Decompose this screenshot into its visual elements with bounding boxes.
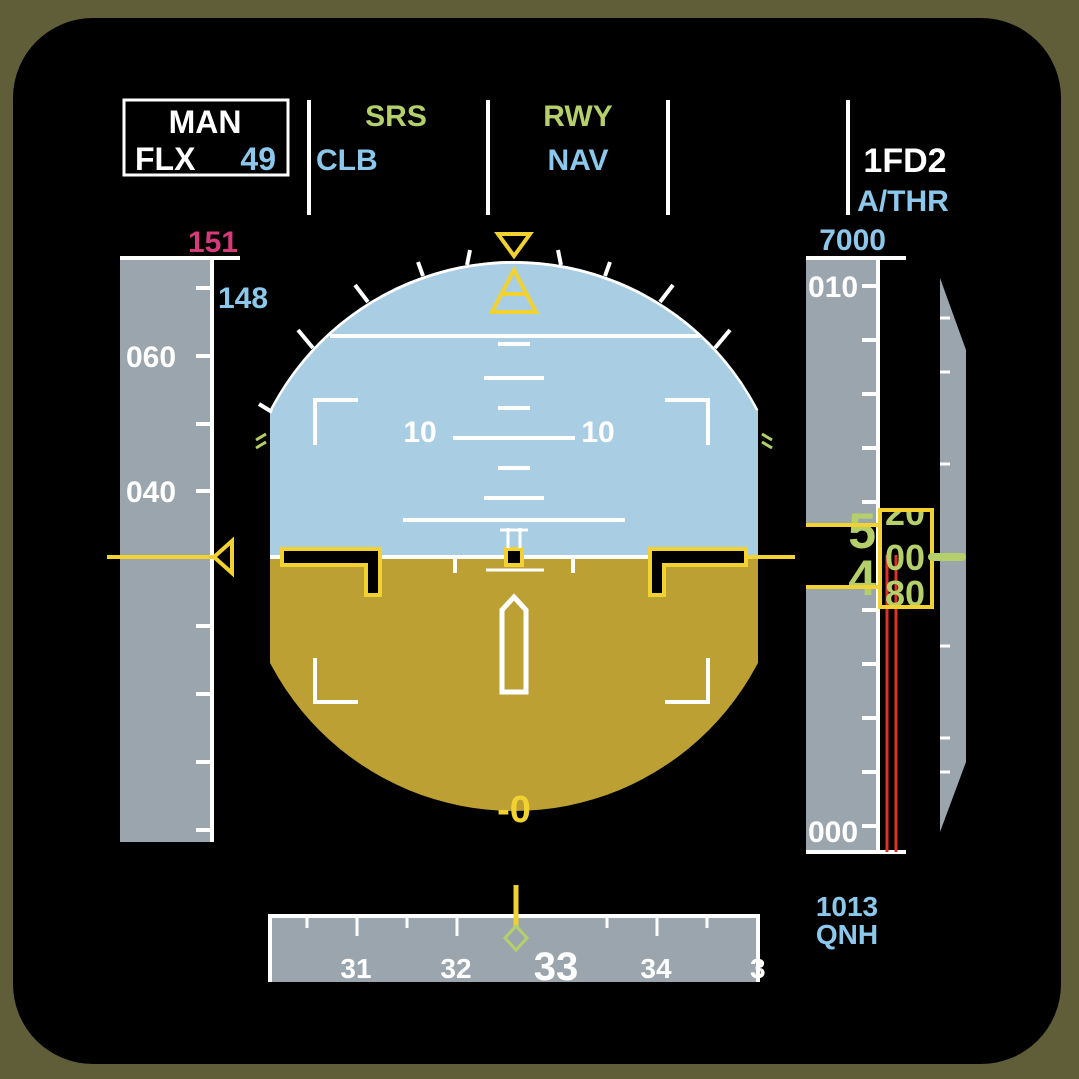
flex-temp: 49 [240, 141, 276, 177]
altitude-tape: 010 000 7000 5 4 20 00 80 [806, 224, 934, 854]
lateral-armed-mode: NAV [547, 144, 608, 177]
right-wing-symbol [648, 547, 748, 597]
altitude-ticks [862, 284, 878, 828]
fd-brackets [313, 398, 710, 704]
thrust-flx-label: FLX [135, 141, 196, 177]
vertical-speed-indicator [928, 278, 966, 832]
yaw-bar-icon [499, 593, 529, 695]
heading-label-33: 33 [534, 945, 579, 989]
center-dot [504, 547, 524, 567]
drum-digit-center: 00 [885, 537, 925, 578]
thrust-armed-mode: CLB [316, 144, 378, 177]
baro-mode: QNH [816, 919, 878, 950]
heading-tape: 31 32 33 34 3 [268, 885, 766, 989]
left-wing-symbol [280, 547, 382, 597]
ground-reference-bar [885, 555, 898, 852]
altitude-label-010: 010 [808, 271, 858, 304]
bank-limit-marks [255, 432, 773, 450]
bank-scale [257, 249, 732, 414]
speed-label-060: 060 [126, 341, 176, 374]
radio-altitude: -0 [497, 789, 531, 831]
roll-index-icon [494, 232, 534, 260]
lateral-mode: RWY [543, 100, 612, 133]
speed-label-040: 040 [126, 476, 176, 509]
drum-digit-lower: 80 [885, 573, 925, 614]
flight-mode-annunciator: MAN FLX 49 CLB SRS RWY NAV 1FD2 A/THR [122, 98, 949, 218]
heading-label-34: 34 [640, 953, 672, 984]
altitude-readout-lower: 4 [848, 550, 876, 606]
drum-digit-upper: 20 [885, 492, 925, 533]
aircraft-symbol [280, 547, 795, 597]
heading-label-35: 3 [750, 953, 766, 984]
fma-separators [307, 100, 850, 215]
speed-ticks [196, 286, 212, 832]
heading-label-32: 32 [440, 953, 471, 984]
altitude-label-000: 000 [808, 816, 858, 849]
speed-tape: 060 040 151 148 [107, 226, 268, 842]
selected-altitude: 7000 [819, 224, 886, 257]
flight-path-cross [486, 528, 544, 572]
altitude-drum: 20 00 80 [885, 492, 925, 614]
altitude-readout-upper: 5 [848, 503, 876, 559]
thrust-mode-box [122, 98, 290, 177]
vertical-mode: SRS [365, 100, 427, 133]
fd-status: 1FD2 [863, 142, 946, 180]
speed-index-triangle [210, 536, 234, 578]
pitch-label-right: 10 [581, 416, 614, 449]
pitch-label-left: 10 [403, 416, 436, 449]
roll-pointer-icon [488, 265, 540, 314]
track-diamond-icon [502, 923, 530, 953]
selected-speed: 148 [218, 282, 268, 315]
athr-status: A/THR [857, 185, 949, 218]
max-speed: 151 [188, 226, 238, 259]
thrust-man-label: MAN [169, 104, 242, 140]
heading-label-31: 31 [340, 953, 371, 984]
baro-setting: 1013 [816, 891, 878, 922]
